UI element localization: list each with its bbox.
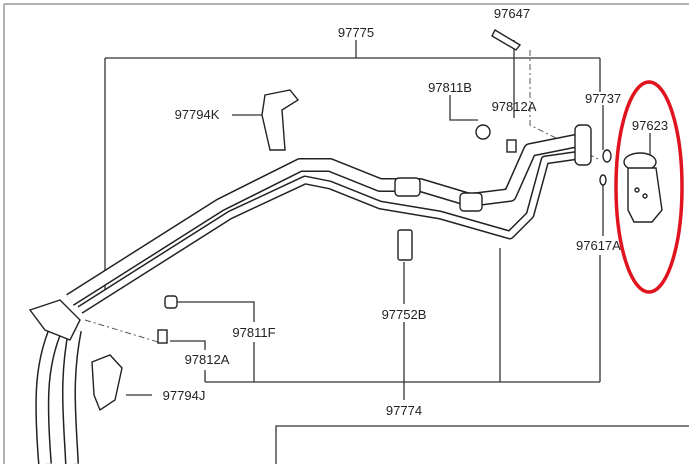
label-97623: 97623 <box>632 118 668 133</box>
valve-97812A-top <box>506 139 517 153</box>
label-97811F: 97811F <box>232 325 275 340</box>
label-97774: 97774 <box>386 403 422 418</box>
label-97752B: 97752B <box>382 307 427 322</box>
label-97812A-top: 97812A <box>492 99 537 114</box>
grommet-97811F <box>164 295 178 309</box>
ac-pipe-assembly <box>28 124 592 464</box>
label-97775: 97775 <box>338 25 374 40</box>
bracket-97794J <box>91 354 123 412</box>
label-97794J: 97794J <box>163 388 206 403</box>
label-97794K: 97794K <box>175 107 220 122</box>
label-97647: 97647 <box>494 6 530 21</box>
label-97811B: 97811B <box>428 80 472 95</box>
small-parts <box>91 29 612 412</box>
bracket-97794K <box>261 89 300 151</box>
label-97812A-bottom: 97812A <box>185 352 230 367</box>
switch-97752B <box>397 229 413 261</box>
highlight-circle <box>614 80 684 294</box>
label-97737: 97737 <box>585 91 621 106</box>
label-97617A: 97617A <box>576 238 621 253</box>
grommet-97811B <box>475 124 491 140</box>
bolt-97647 <box>491 29 522 51</box>
expansion-valve-97623 <box>623 152 663 223</box>
valve-97812A-bottom <box>157 329 168 344</box>
